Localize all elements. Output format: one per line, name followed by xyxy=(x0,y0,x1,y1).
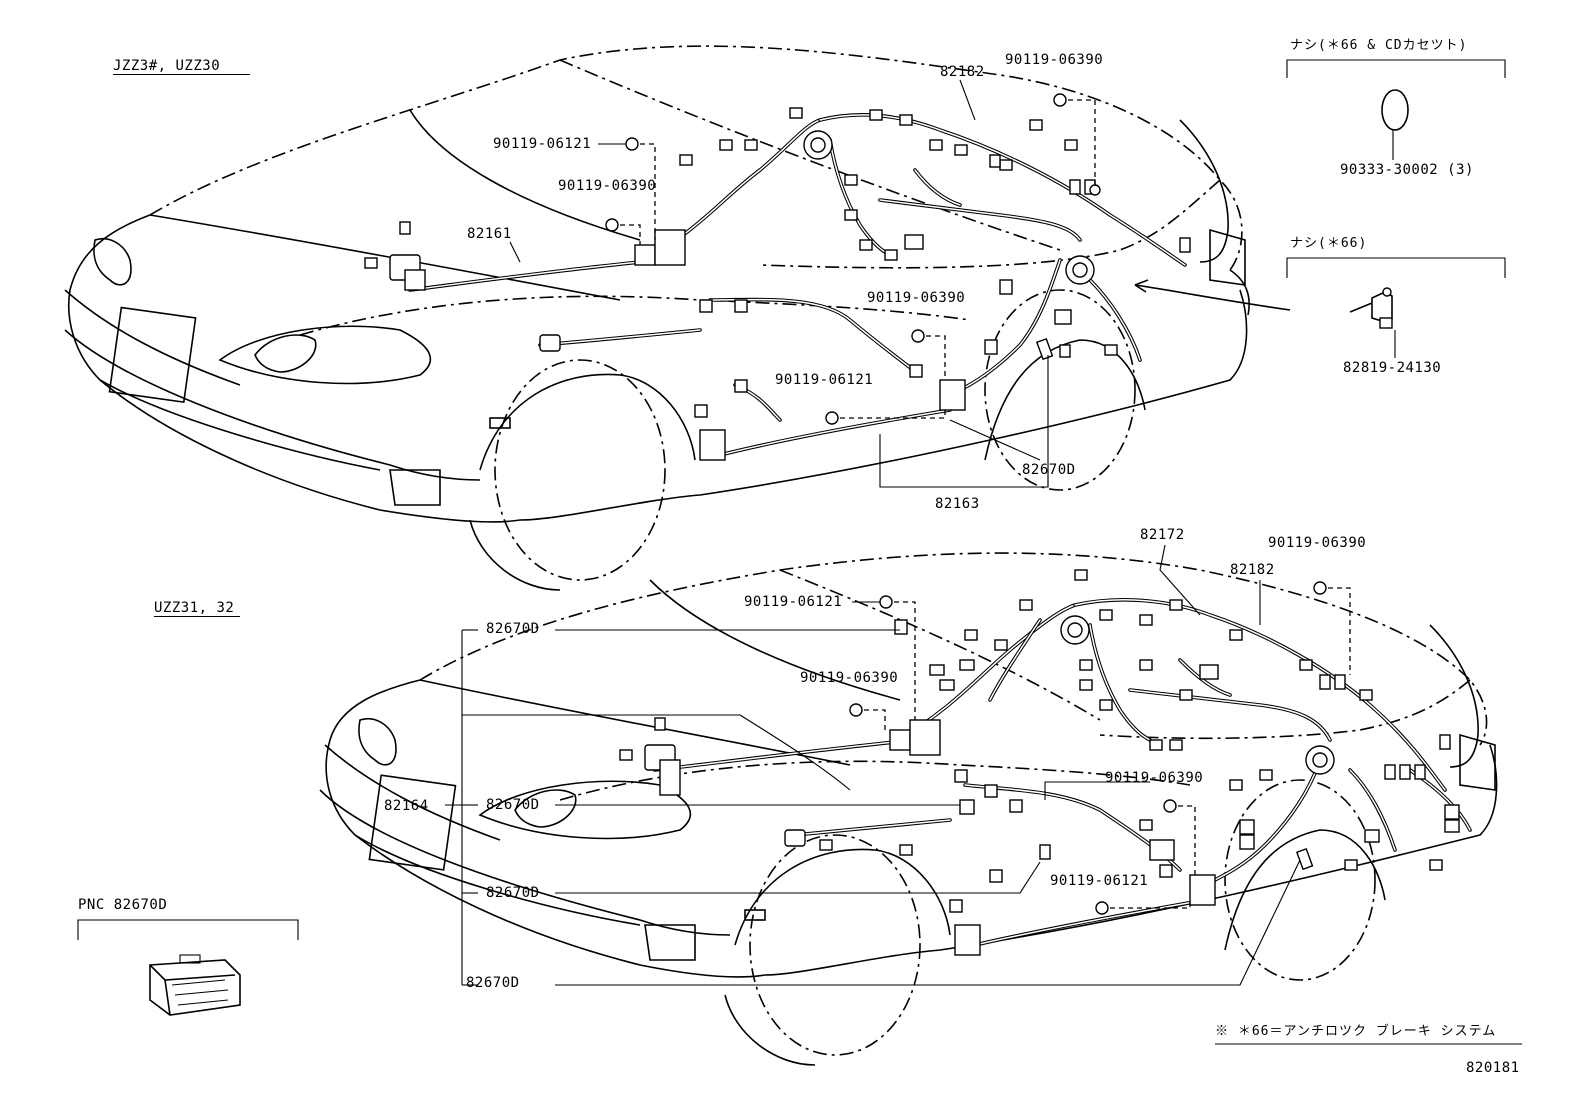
connector-82670d-icon xyxy=(149,954,241,1016)
part-number-90119-06390-lower-c: 90119-06390 xyxy=(1105,770,1204,786)
part-number-82670d-upper: 82670D xyxy=(1022,462,1076,478)
part-number-82164: 82164 xyxy=(384,798,429,814)
part-number-90119-06390-upper-b: 90119-06390 xyxy=(558,178,657,194)
inset-cd-bracket xyxy=(1286,59,1506,160)
inset-pnc-title: PNC 82670D xyxy=(78,897,168,913)
lower-model-label: UZZ31, 32 xyxy=(154,600,241,617)
part-number-90119-06390-upper-top: 90119-06390 xyxy=(1005,52,1104,68)
part-number-82670d-lower-a: 82670D xyxy=(486,621,540,637)
part-number-82182-upper: 82182 xyxy=(940,64,985,80)
upper-harness-wires xyxy=(408,113,1187,457)
part-number-82163: 82163 xyxy=(935,496,980,512)
inset-cd-title: ナシ(＊66 & CDカセツト) xyxy=(1290,38,1468,53)
part-number-90119-06121-upper-a: 90119-06121 xyxy=(493,136,592,152)
part-number-90119-06121-lower-b: 90119-06121 xyxy=(1050,873,1149,889)
part-number-90333-30002: 90333-30002 (3) xyxy=(1340,162,1474,178)
part-number-82670d-lower-b: 82670D xyxy=(486,797,540,813)
upper-connectors xyxy=(364,107,1191,461)
part-number-90119-06390-upper-c: 90119-06390 xyxy=(867,290,966,306)
part-number-90119-06390-lower-b: 90119-06390 xyxy=(800,670,899,686)
inset-abs-bracket xyxy=(1286,257,1506,358)
lower-harness-wires xyxy=(653,598,1472,947)
footnote: ※ ＊66＝アンチロツク ブレーキ システム xyxy=(1215,1024,1497,1039)
lower-bolts xyxy=(445,544,1351,986)
lower-connectors xyxy=(619,569,1460,956)
figure-number: 820181 xyxy=(1466,1060,1520,1076)
part-number-82819-24130: 82819-24130 xyxy=(1343,360,1442,376)
part-number-90119-06121-lower-a: 90119-06121 xyxy=(744,594,843,610)
upper-car-body xyxy=(64,45,1250,591)
part-number-82670d-lower-d: 82670D xyxy=(466,975,520,991)
upper-model-label: JZZ3#, UZZ30 xyxy=(113,58,251,75)
upper-bolts xyxy=(509,79,1291,488)
part-number-90119-06121-upper-b: 90119-06121 xyxy=(775,372,874,388)
abs-sensor-icon xyxy=(1349,287,1393,329)
part-number-90119-06390-lower-top: 90119-06390 xyxy=(1268,535,1367,551)
inset-abs-title: ナシ(＊66) xyxy=(1290,236,1368,251)
part-number-82172: 82172 xyxy=(1140,527,1185,543)
part-number-82670d-lower-c: 82670D xyxy=(486,885,540,901)
part-number-82161: 82161 xyxy=(467,226,512,242)
part-number-82182-lower: 82182 xyxy=(1230,562,1275,578)
inset-pnc-bracket xyxy=(77,919,299,940)
